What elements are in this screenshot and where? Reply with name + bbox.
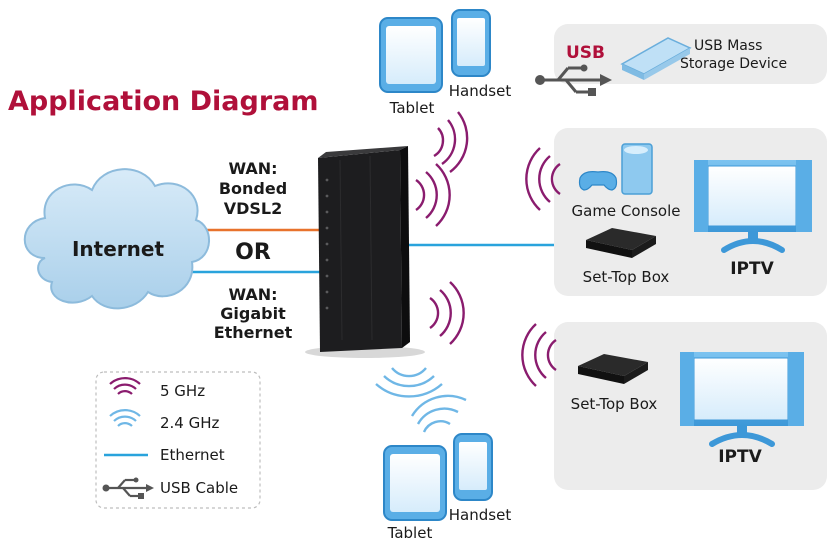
legend-24ghz-label: 2.4 GHz bbox=[160, 414, 220, 432]
iptv-label-1: IPTV bbox=[730, 259, 774, 279]
tv-icon-1 bbox=[694, 160, 812, 253]
legend-ethernet-label: Ethernet bbox=[160, 446, 225, 464]
wifi-24ghz-waves-handset bbox=[410, 394, 467, 433]
internet-label: Internet bbox=[72, 237, 164, 261]
tv-icon-2 bbox=[680, 352, 804, 447]
legend-5ghz-icon bbox=[109, 377, 141, 395]
wifi-5ghz-waves-right bbox=[415, 163, 451, 227]
game-console-label: Game Console bbox=[572, 202, 681, 220]
wifi-5ghz-waves-top bbox=[433, 111, 469, 173]
handset-icon-bottom bbox=[453, 433, 493, 501]
wan-eth-line3: Ethernet bbox=[214, 323, 293, 342]
handset-label-top: Handset bbox=[449, 82, 512, 100]
wan-vdsl-line3: VDSL2 bbox=[224, 199, 283, 218]
legend-5ghz-label: 5 GHz bbox=[160, 382, 205, 400]
wan-vdsl-line2: Bonded bbox=[219, 179, 287, 198]
storage-label-line1: USB Mass bbox=[694, 38, 762, 54]
wan-vdsl-line1: WAN: bbox=[228, 159, 277, 178]
wifi-24ghz-waves-bottom bbox=[375, 367, 443, 398]
usb-storage-icon bbox=[620, 37, 692, 80]
wifi-5ghz-waves-lower bbox=[429, 281, 465, 345]
legend-24ghz-icon bbox=[109, 409, 141, 427]
wan-eth-line1: WAN: bbox=[228, 285, 277, 304]
tablet-label-top: Tablet bbox=[389, 99, 435, 117]
storage-label-line2: Storage Device bbox=[680, 56, 787, 72]
set-top-box-label-2: Set-Top Box bbox=[571, 395, 658, 413]
tablet-icon-top bbox=[379, 17, 443, 93]
tablet-icon-bottom bbox=[383, 445, 447, 521]
internet-cloud: Internet bbox=[23, 168, 210, 310]
set-top-box-icon-1 bbox=[586, 228, 656, 258]
usb-symbol-icon bbox=[535, 64, 612, 96]
game-console-icon bbox=[578, 143, 653, 195]
set-top-box-label-1: Set-Top Box bbox=[583, 268, 670, 286]
page-title: Application Diagram bbox=[8, 86, 319, 117]
wifi-5ghz-waves-panel2 bbox=[521, 323, 557, 387]
legend-usb-cable-icon bbox=[102, 477, 154, 499]
tablet-label-bottom: Tablet bbox=[387, 524, 433, 542]
set-top-box-icon-2 bbox=[578, 354, 648, 384]
legend-box bbox=[95, 371, 261, 509]
legend-usb-cable-label: USB Cable bbox=[160, 479, 238, 497]
handset-icon-top bbox=[451, 9, 491, 77]
usb-label: USB bbox=[566, 43, 605, 63]
handset-label-bottom: Handset bbox=[449, 506, 512, 524]
wan-or-label: OR bbox=[235, 240, 271, 265]
router-icon bbox=[305, 146, 425, 358]
wan-labels: WAN: Bonded VDSL2 OR WAN: Gigabit Ethern… bbox=[214, 159, 293, 342]
iptv-label-2: IPTV bbox=[718, 447, 762, 467]
wan-eth-line2: Gigabit bbox=[220, 304, 286, 323]
wifi-5ghz-waves-panel1 bbox=[525, 147, 561, 211]
